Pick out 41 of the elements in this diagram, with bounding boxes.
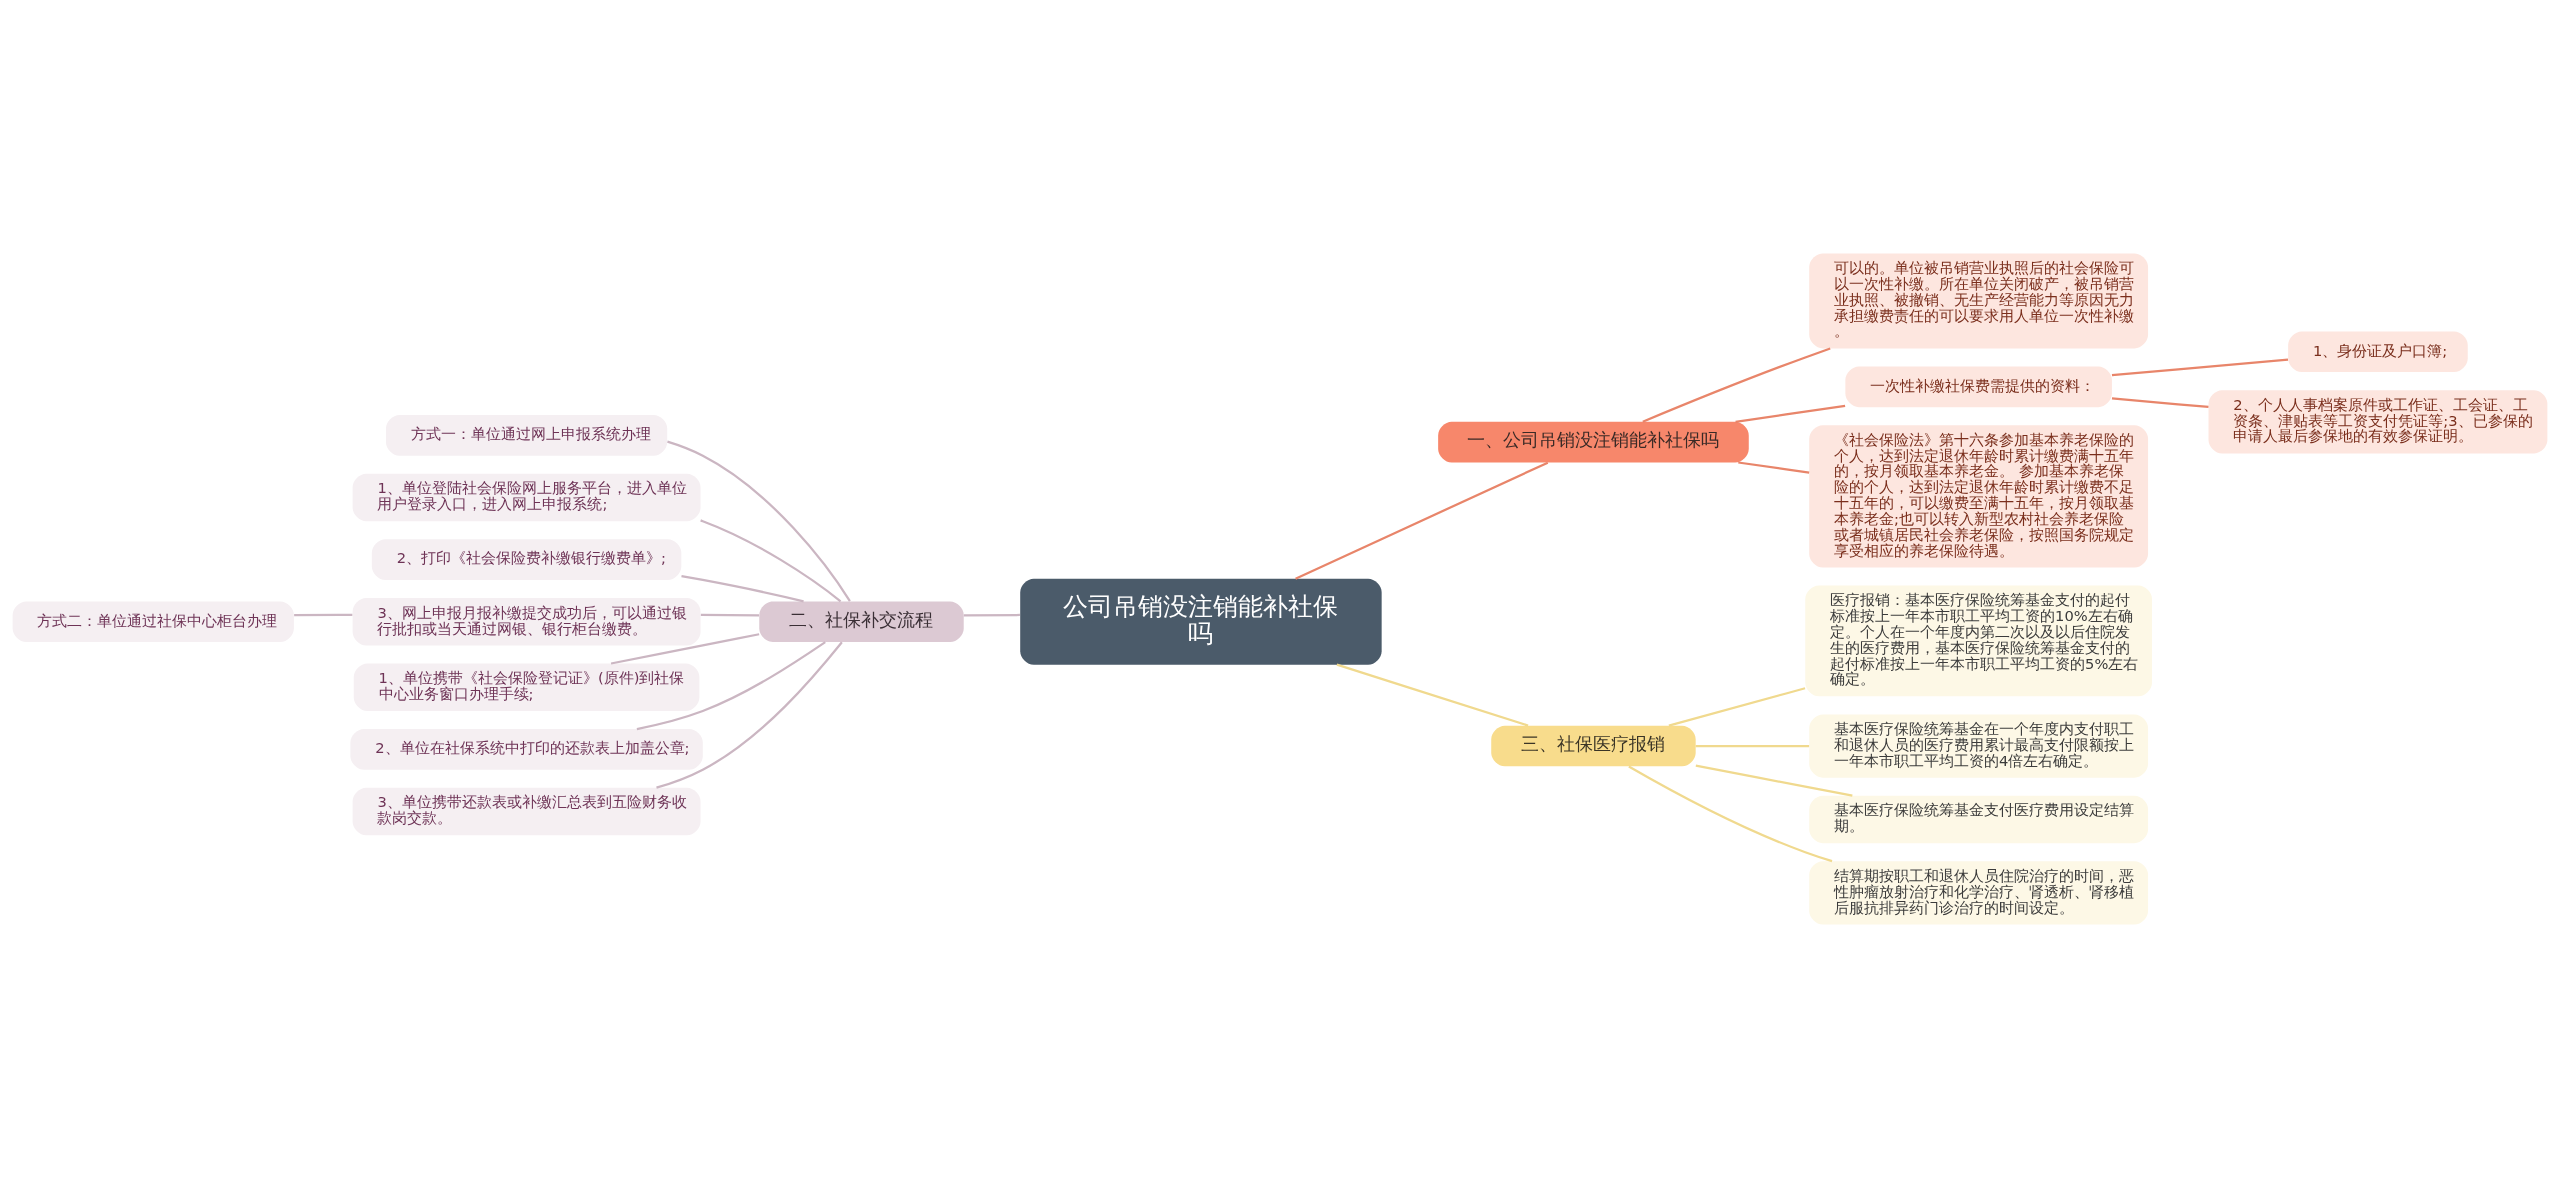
node-box: 方式二：单位通过社保中心柜台办理 (12, 600, 294, 642)
connector (610, 632, 760, 665)
connector (667, 440, 851, 602)
connector (681, 574, 804, 602)
connector (636, 640, 826, 730)
node-box: 3、网上申报月报补缴提交成功后，可以通过银行批扣或当天通过网银、银行柜台缴费。 (352, 597, 701, 645)
node-box: 2、打印《社会保险费补缴银行缴费单》; (371, 538, 682, 580)
connector (1738, 460, 1810, 474)
node-box: 《社会保险法》第十六条参加基本养老保险的个人，达到法定退休年龄时累计缴费满十五年的，按月领取基本养老金。 参加基本养老保险的个人，达到法定退休年龄时累计缴费不足十五年的，可以缴费至满十五年，按月领取基本养老金;也可以转入新型农村社会养老保险或者城镇居民社会养老保险，按照国务院规定享受相应的养老保险待遇。 (1809, 424, 2149, 568)
connector (1336, 663, 1529, 727)
node-box: 一、公司吊销没注销能补社保吗 (1438, 421, 1749, 462)
connector (1735, 404, 1846, 423)
node-box: 2、单位在社保系统中打印的还款表上加盖公章; (350, 728, 703, 770)
node-box: 方式一：单位通过网上申报系统办理 (385, 414, 668, 456)
node-box: 一次性补缴社保费需提供的资料： (1845, 366, 2112, 407)
node-box: 医疗报销：基本医疗保险统筹基金支付的起付标准按上一年本市职工平均工资的10%左右确定。个人在一个年度内第二次以及以后住院发生的医疗费用，基本医疗保险统筹基金支付的起付标准按上一年本市职工平均工资的5%左右确定。 (1805, 585, 2153, 696)
node-box: 1、身份证及户口簿; (2288, 330, 2468, 372)
connector (1668, 686, 1806, 727)
node-box: 结算期按职工和退休人员住院治疗的时间，恶性肿瘤放射治疗和化学治疗、肾透析、肾移植后服抗排异药门诊治疗的时间设定。 (1809, 860, 2149, 924)
connector (1628, 765, 1833, 862)
node-box: 基本医疗保险统筹基金支付医疗费用设定结算期。 (1809, 795, 2149, 843)
node-box: 基本医疗保险统筹基金在一个年度内支付职工和退休人员的医疗费用累计最高支付限额按上一年本市职工平均工资的4倍左右确定。 (1809, 713, 2149, 778)
node-box: 公司吊销没注销能补社保吗 (1020, 578, 1382, 665)
node-box: 三、社保医疗报销 (1491, 725, 1696, 766)
connector (2111, 358, 2289, 376)
connector (700, 613, 759, 617)
node-box: 可以的。单位被吊销营业执照后的社会保险可以一次性补缴。所在单位关闭破产，被吊销营业执照、被撤销、无生产经营能力等原因无力承担缴费责任的可以要求用人单位一次性补缴。 (1809, 253, 2149, 348)
node-box: 1、单位携带《社会保险登记证》(原件)到社保中心业务窗口办理手续; (353, 663, 700, 711)
connector (1642, 346, 1831, 423)
node-box: 3、单位携带还款表或补缴汇总表到五险财务收款岗交款。 (352, 787, 701, 835)
node-box: 2、个人人事档案原件或工作证、工会证、工资条、津贴表等工资支付凭证等;3、已参保的申请人最后参保地的有效参保证明。 (2208, 389, 2548, 453)
connector (1295, 461, 1549, 580)
connector (656, 641, 843, 789)
connector (1695, 764, 1853, 797)
connector (294, 613, 353, 616)
connector (700, 518, 842, 602)
node-box: 1、单位登陆社会保险网上服务平台，进入单位用户登录入口，进入网上申报系统; (352, 473, 701, 521)
connector (1695, 744, 1810, 747)
node-box: 二、社保补交流程 (759, 600, 964, 642)
connector (2111, 396, 2209, 408)
connector (963, 613, 1020, 617)
